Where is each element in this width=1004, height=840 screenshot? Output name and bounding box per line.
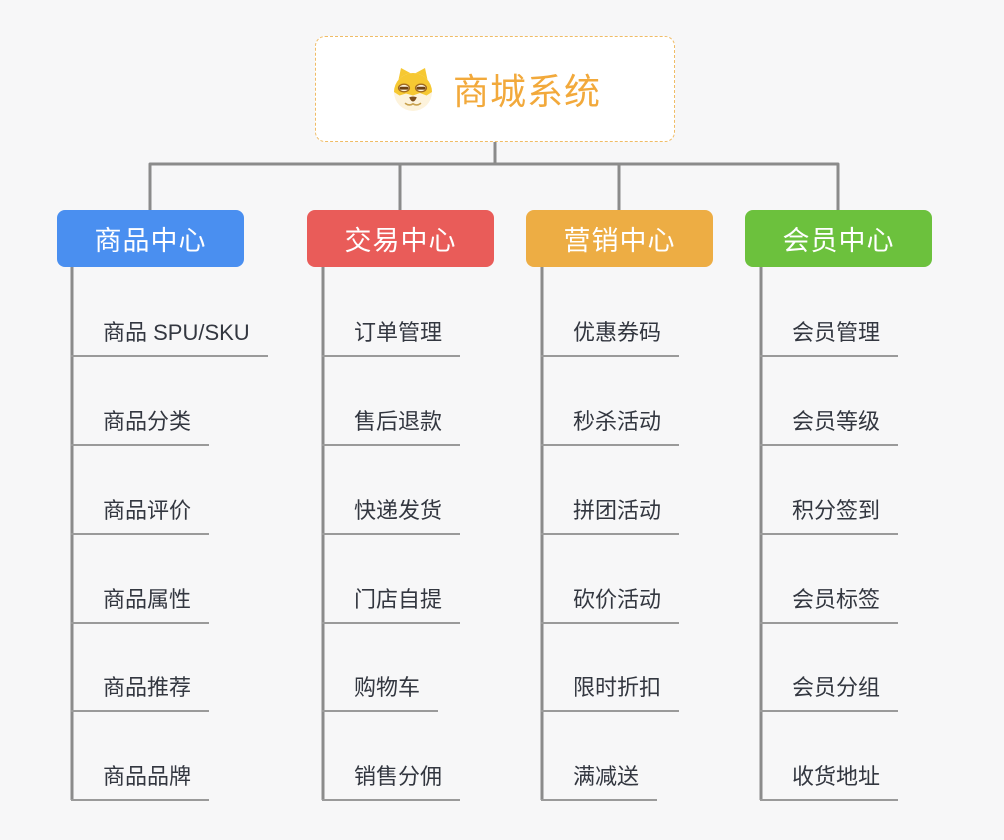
leaf-item[interactable]: 购物车 [322, 675, 439, 712]
leaf-item[interactable]: 满减送 [541, 764, 658, 801]
leaf-item[interactable]: 订单管理 [322, 320, 461, 357]
leaf-item[interactable]: 快递发货 [322, 498, 461, 535]
leaf-item[interactable]: 商品分类 [71, 409, 210, 446]
branch-node-marketing-center[interactable]: 营销中心 [526, 210, 713, 267]
leaf-item[interactable]: 会员分组 [760, 675, 899, 712]
leaf-item[interactable]: 会员管理 [760, 320, 899, 357]
leaf-item[interactable]: 砍价活动 [541, 587, 680, 624]
branch-node-product-center[interactable]: 商品中心 [57, 210, 244, 267]
leaf-item[interactable]: 商品品牌 [71, 764, 210, 801]
leaf-item[interactable]: 积分签到 [760, 498, 899, 535]
leaf-item[interactable]: 商品 SPU/SKU [71, 320, 268, 357]
leaf-item[interactable]: 销售分佣 [322, 764, 461, 801]
leaf-item[interactable]: 商品推荐 [71, 675, 210, 712]
leaf-item[interactable]: 会员等级 [760, 409, 899, 446]
leaf-item[interactable]: 会员标签 [760, 587, 899, 624]
branch-node-trade-center[interactable]: 交易中心 [307, 210, 494, 267]
leaf-item[interactable]: 收货地址 [760, 764, 899, 801]
branch-node-member-center[interactable]: 会员中心 [745, 210, 932, 267]
leaf-item[interactable]: 商品属性 [71, 587, 210, 624]
leaf-item[interactable]: 售后退款 [322, 409, 461, 446]
root-title: 商城系统 [452, 71, 601, 112]
leaf-item[interactable]: 门店自提 [322, 587, 461, 624]
leaf-item[interactable]: 秒杀活动 [541, 409, 680, 446]
leaf-item[interactable]: 限时折扣 [541, 675, 680, 712]
leaf-item[interactable]: 拼团活动 [541, 498, 680, 535]
leaf-item[interactable]: 优惠券码 [541, 320, 680, 357]
doge-icon [389, 65, 437, 113]
leaf-item[interactable]: 商品评价 [71, 498, 210, 535]
root-node[interactable]: 商城系统 [315, 36, 675, 142]
